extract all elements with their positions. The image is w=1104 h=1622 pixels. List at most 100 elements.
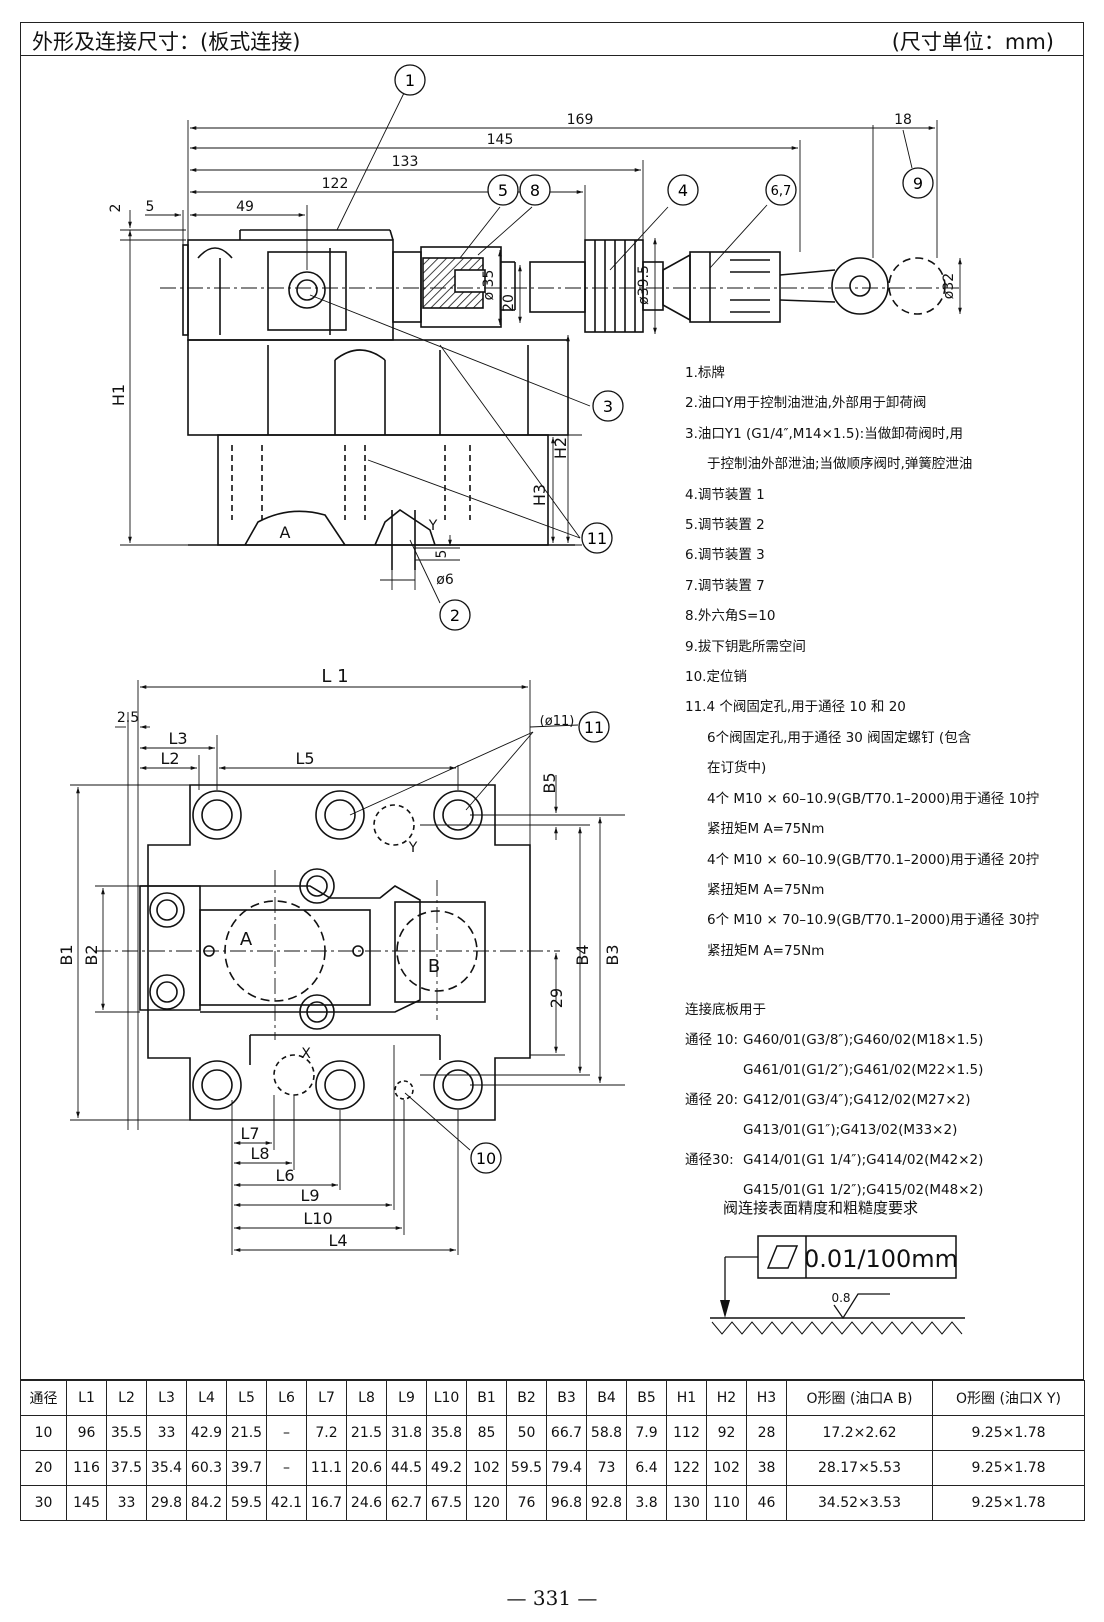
note-item: 4个 M10 × 60–10.9(GB/T70.1–2000)用于通径 20拧 [707,851,1040,868]
key-removal-space [888,257,946,315]
base-plate-row: G461/01(G1/2″);G461/02(M22×1.5) [685,1055,983,1085]
technical-drawing: 1 5 8 4 6,7 9 3 11 2 169 145 133 122 49 … [57,64,965,1335]
table-cell: 20 [20,1450,67,1486]
base-plate-row: 通径 20:G412/01(G3/4″);G412/02(M27×2) [685,1085,983,1115]
plan-view [139,784,531,1121]
table-cell: 34.52×3.53 [786,1485,933,1521]
balloon-4 [667,174,699,206]
table-cell: 9.25×1.78 [932,1450,1085,1486]
balloon-2-label: 2 [450,606,460,625]
note-item: 6.调节装置 3 [685,547,765,564]
table-cell: 49.2 [426,1450,467,1486]
page-number: — 331 — [506,1586,598,1610]
dim-l4: L4 [328,1231,347,1250]
table-cell: 92.8 [586,1485,627,1521]
table-cell: 28 [746,1415,787,1451]
table-cell: 96 [66,1415,107,1451]
dim-l1: L 1 [321,666,348,687]
table-cell: 7.2 [306,1415,347,1451]
flatness-value: 0.01/100mm [804,1245,958,1273]
table-header-cell: L8 [346,1380,387,1416]
balloon-5 [487,174,519,206]
table-cell: 9.25×1.78 [932,1415,1085,1451]
table-cell: 59.5 [226,1485,267,1521]
base-plate-models: G412/01(G3/4″);G412/02(M27×2) [743,1092,971,1108]
balloon-6-7 [765,174,797,206]
plan-port-y: Y [408,840,418,856]
table-cell: 44.5 [386,1450,427,1486]
table-cell: 33 [146,1415,187,1451]
dim-l3: L3 [168,729,187,748]
table-header-cell: H2 [706,1380,747,1416]
note-item: 6个阀固定孔,用于通径 30 阀固定螺钉 (包含 [707,729,972,746]
plan-view-dimensions [70,680,625,1255]
table-cell: 24.6 [346,1485,387,1521]
table-header-cell: H1 [666,1380,707,1416]
sheet-title: 外形及连接尺寸：(板式连接) [32,30,301,54]
balloon-11-plan-label: 11 [584,718,604,737]
dim-122: 122 [322,176,349,192]
valve-body [187,339,569,436]
table-cell: 21.5 [226,1415,267,1451]
table-header-cell: H3 [746,1380,787,1416]
balloon-9 [902,167,934,199]
note-item: 在订货中) [707,760,767,777]
table-header-cell: L4 [186,1380,227,1416]
table-header-cell: L3 [146,1380,187,1416]
table-cell: 28.17×5.53 [786,1450,933,1486]
table-cell: 7.9 [626,1415,667,1451]
dim-145: 145 [487,132,514,148]
table-header-cell: B2 [506,1380,547,1416]
base-plate-row: G415/01(G1 1/2″);G415/02(M48×2) [685,1175,983,1205]
table-cell: 11.1 [306,1450,347,1486]
balloon-11-plan [578,711,610,743]
b-port-block [394,901,486,1003]
table-cell: 35.4 [146,1450,187,1486]
table-cell: 9.25×1.78 [932,1485,1085,1521]
table-cell: 60.3 [186,1450,227,1486]
table-header-cell: O形圈 (油口A B) [786,1380,933,1416]
balloon-5-label: 5 [498,181,508,200]
locating-pin [394,1080,414,1100]
side-view-balloons: 1 5 8 4 6,7 9 3 11 2 [394,64,934,631]
dim-l8: L8 [250,1144,269,1163]
table-cell: 42.1 [266,1485,307,1521]
table-cell: 92 [706,1415,747,1451]
plan-centerlines [95,870,560,1040]
note-item: 3.油口Y1 (G1/4″,M14×1.5):当做卸荷阀时,用 [685,425,964,442]
table-cell: 62.7 [386,1485,427,1521]
base-plate-size-label: 通径 20: [685,1092,739,1108]
plan-port-b: B [428,956,440,977]
side-port-a: A [280,523,291,542]
side-port-y: Y [428,518,438,534]
dim-5: 5 [146,199,155,215]
dim-2: 2 [108,204,124,213]
table-cell: 16.7 [306,1485,347,1521]
table-cell: – [266,1450,307,1486]
balloon-3-label: 3 [603,397,613,416]
key-ring [831,257,889,315]
table-cell: 66.7 [546,1415,587,1451]
base-plate-models: G460/01(G3/8″);G460/02(M18×1.5) [743,1032,984,1048]
table-cell: – [266,1415,307,1451]
table-cell: 37.5 [106,1450,147,1486]
note-item: 6个 M10 × 70–10.9(GB/T70.1–2000)用于通径 30拧 [707,912,1040,929]
table-header-cell: B1 [466,1380,507,1416]
base-plate-models: G413/01(G1″);G413/02(M33×2) [743,1122,958,1138]
base-plate-list: 连接底板用于 通径 10:G460/01(G3/8″);G460/02(M18×… [685,995,983,1205]
valve-outline [147,784,531,1121]
note-item: 4.调节装置 1 [685,486,765,503]
dim-169: 169 [567,112,594,128]
table-cell: 84.2 [186,1485,227,1521]
dim-phi35: ø 35 [481,270,497,301]
table-header-cell: B5 [626,1380,667,1416]
y1-port-circle [288,271,326,309]
table-cell: 20.6 [346,1450,387,1486]
base-plate-row: 通径 10:G460/01(G3/8″);G460/02(M18×1.5) [685,1025,983,1055]
dim-b2: B2 [82,944,101,965]
